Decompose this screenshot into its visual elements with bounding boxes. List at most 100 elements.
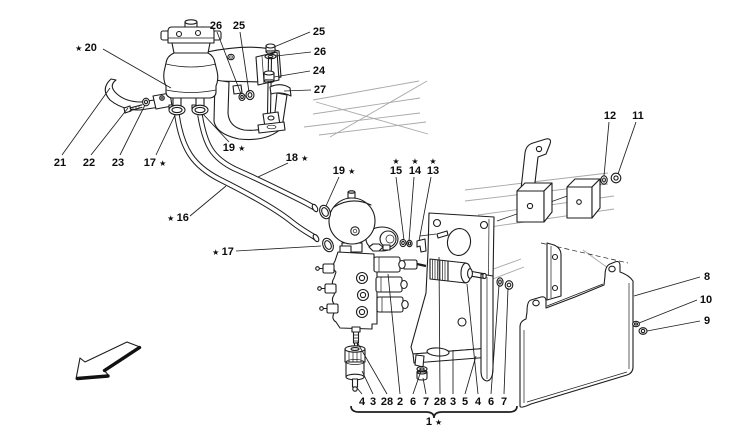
- bottom-callout-3: 2: [397, 396, 403, 408]
- washer-23: [142, 97, 150, 107]
- leader-bottom-8: [464, 355, 477, 395]
- cover-panel: [519, 260, 648, 408]
- callout-27: 27: [314, 84, 326, 96]
- callout-15-star-icon: ★: [392, 157, 399, 166]
- mounting-strap: [104, 78, 173, 114]
- leader-13: [418, 176, 432, 242]
- mount-block-left: [516, 182, 553, 223]
- cover-panel-body: [519, 260, 634, 408]
- reservoir-cap: [167, 26, 215, 44]
- washer-12: [600, 175, 608, 185]
- callout-12: 12: [604, 110, 616, 122]
- washer-14: [406, 239, 413, 248]
- mounting-plate: [410, 212, 495, 382]
- leader-bottom-6: [438, 256, 441, 395]
- torx-screws: [355, 271, 370, 319]
- leader-19-pump: [325, 176, 340, 207]
- mount-block-right: [566, 178, 601, 219]
- callout-22: 22: [83, 157, 95, 169]
- clamp-17-reservoir: [168, 104, 186, 116]
- pump-motor: [429, 258, 514, 290]
- leader-bottom-2: [356, 341, 388, 395]
- leader-16: [189, 185, 227, 217]
- group-brace: [350, 405, 518, 419]
- leader-14: [408, 176, 415, 242]
- pin-28: [436, 230, 449, 239]
- leader-11: [617, 121, 637, 175]
- fluid-reservoir: [160, 19, 222, 116]
- callout-19-pump: 19 ★: [333, 165, 355, 177]
- bushing-24: [263, 70, 275, 84]
- clamp-19-reservoir: [191, 104, 209, 116]
- callout-14: 14: [409, 165, 422, 177]
- callout-26-right: 26: [314, 46, 326, 58]
- callout-10: 10: [700, 294, 712, 306]
- reservoir-housing: [206, 43, 292, 141]
- leader-17-reservoir: [155, 114, 176, 156]
- bottom-callout-9: 4: [475, 396, 482, 408]
- callout-14-star-icon: ★: [411, 157, 418, 166]
- leader-bottom-1: [361, 370, 374, 395]
- callout-9: 9: [704, 315, 710, 327]
- washer-26: [264, 53, 277, 60]
- nut-11: [610, 172, 622, 184]
- callout-8: 8: [704, 271, 710, 283]
- clamp-19-pump: [319, 204, 331, 220]
- bottom-callout-6: 28: [434, 396, 446, 408]
- leader-26-right: [275, 51, 312, 57]
- hydraulic-hoses: [174, 114, 320, 243]
- leader-24: [273, 70, 311, 78]
- leader-25-right: [273, 31, 311, 48]
- leader-22: [90, 107, 129, 156]
- chassis-mounts: [496, 138, 622, 301]
- valve-plug: [403, 259, 427, 270]
- leader-21: [61, 87, 111, 156]
- spacer-bracket-5: [480, 273, 494, 382]
- callout-17-pump: ★ 17: [212, 246, 234, 258]
- leader-20: [102, 48, 172, 89]
- callout-11: 11: [632, 110, 644, 122]
- callout-25-right: 25: [313, 26, 325, 38]
- leader-9: [646, 320, 701, 332]
- callout-26-top: 26: [210, 20, 222, 32]
- valve-block: [331, 251, 378, 330]
- callout-13: 13: [427, 165, 439, 177]
- leader-18: [257, 162, 289, 178]
- cover-washer-10: [632, 320, 640, 328]
- bottom-callout-10: 6: [488, 396, 494, 408]
- flange-nut-7: [416, 369, 428, 381]
- plate-hook-tab: [414, 354, 425, 368]
- lower-bracket: [546, 242, 562, 301]
- leader-bottom-9: [466, 283, 479, 395]
- plate-hardware: [399, 230, 449, 270]
- callout-20: ★ 20: [75, 42, 97, 54]
- callout-24: 24: [313, 65, 326, 77]
- cap-nut-25: [265, 43, 276, 55]
- bottom-callout-7: 3: [450, 396, 456, 408]
- leader-bottom-0: [356, 387, 363, 395]
- bottom-callout-1: 3: [370, 396, 376, 408]
- bottom-callout-5: 7: [423, 396, 429, 408]
- strap-21: [104, 78, 162, 111]
- filter-accumulator: [344, 345, 366, 392]
- bottom-callout-4: 6: [410, 396, 416, 408]
- leader-bottom-10: [490, 284, 500, 395]
- direction-arrow-icon: [75, 341, 142, 381]
- leader-17-pump: [235, 245, 322, 252]
- clip-13: [416, 238, 427, 253]
- bottom-callout-2: 28: [381, 396, 393, 408]
- callout-13-star-icon: ★: [429, 157, 436, 166]
- callout-17-reservoir: 17 ★: [144, 157, 166, 169]
- bottom-callout-11: 7: [501, 396, 507, 408]
- leader-26-top: [216, 31, 242, 95]
- pump-washer-6: [496, 277, 504, 287]
- callout-21: 21: [54, 157, 66, 169]
- leader-23: [119, 104, 146, 156]
- leader-12: [603, 121, 610, 177]
- leader-8: [633, 276, 701, 297]
- plate-oval-hole: [446, 227, 472, 257]
- leader-15: [395, 176, 405, 241]
- leader-bottom-11: [503, 287, 509, 395]
